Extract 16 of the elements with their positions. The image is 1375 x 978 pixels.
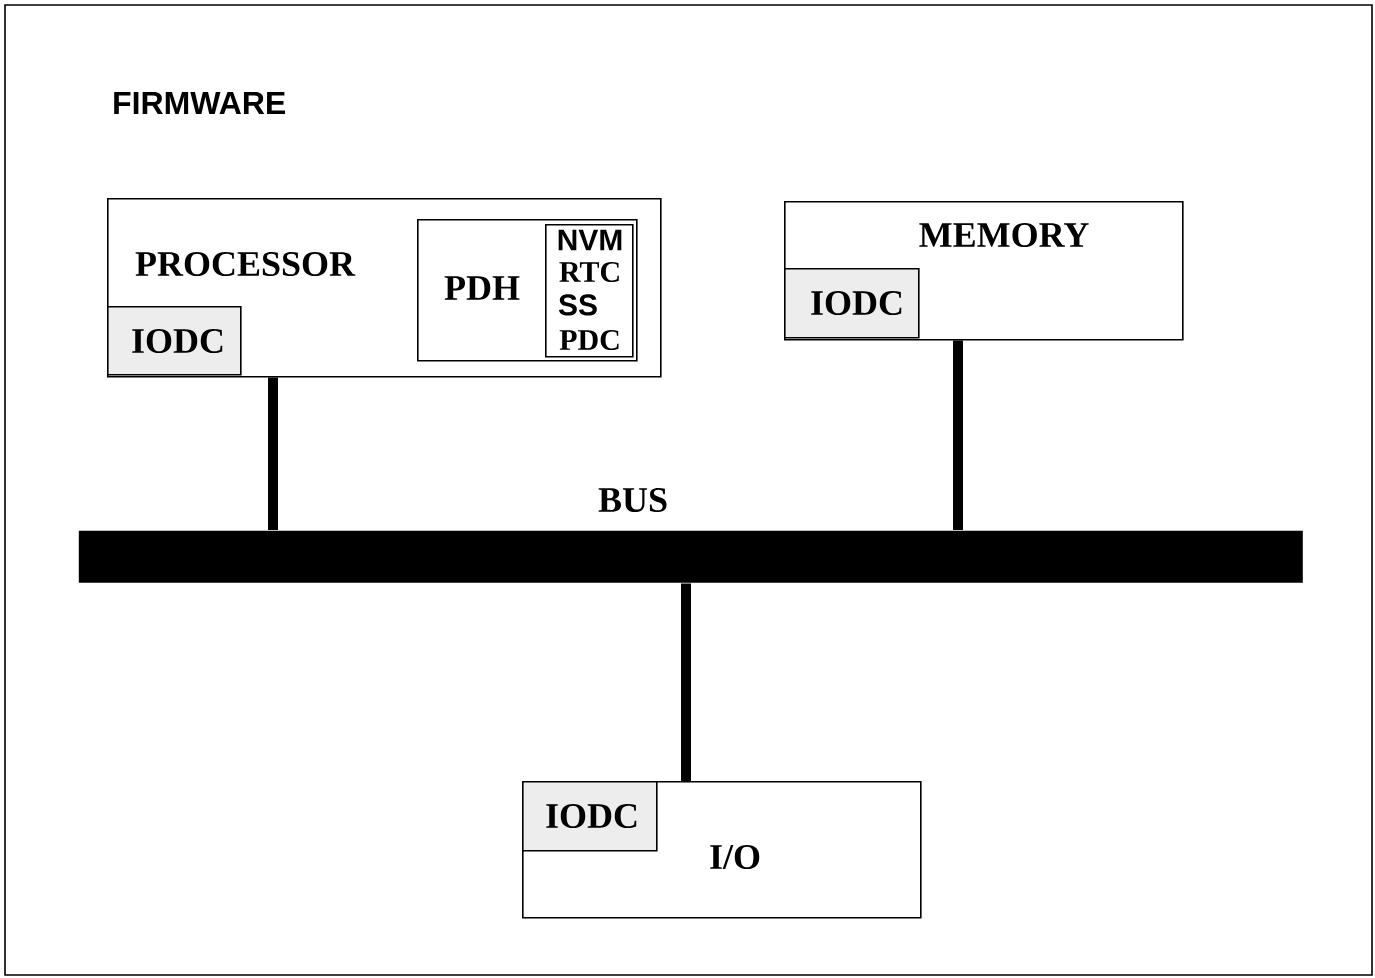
bus-line — [681, 583, 691, 781]
bus-line — [953, 340, 963, 530]
box-label: PDC — [559, 329, 619, 351]
box-label: RTC — [559, 261, 619, 283]
bus-line — [268, 377, 278, 530]
box-label: SS — [558, 294, 597, 316]
box-label: PROCESSOR — [135, 251, 356, 277]
title: FIRMWARE — [114, 92, 285, 114]
box-label: IODC — [811, 290, 902, 316]
box-label: BUS — [598, 487, 667, 513]
box-label: NVM — [558, 229, 622, 251]
box-label: PDH — [444, 276, 520, 300]
box-label: I/O — [710, 844, 760, 870]
box-label: MEMORY — [919, 222, 1089, 248]
box-label: IODC — [546, 803, 637, 829]
box-label: IODC — [132, 328, 223, 354]
